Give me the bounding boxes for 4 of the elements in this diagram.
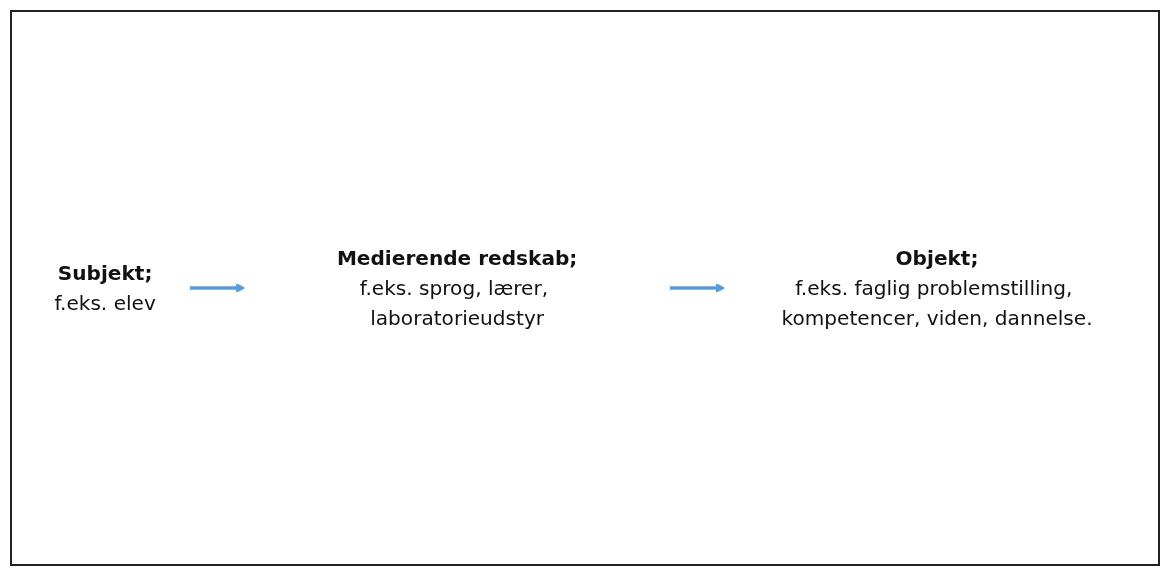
node-text: Medierende redskab; f.eks. sprog, lærer, laboratorieudstyr — [336, 246, 578, 330]
node-text: Objekt; f.eks. faglig problemstilling, kompetencer, viden, dannelse. — [781, 246, 1093, 330]
node-text: Subjekt; f.eks. elev — [54, 261, 156, 315]
arrow — [189, 283, 246, 293]
